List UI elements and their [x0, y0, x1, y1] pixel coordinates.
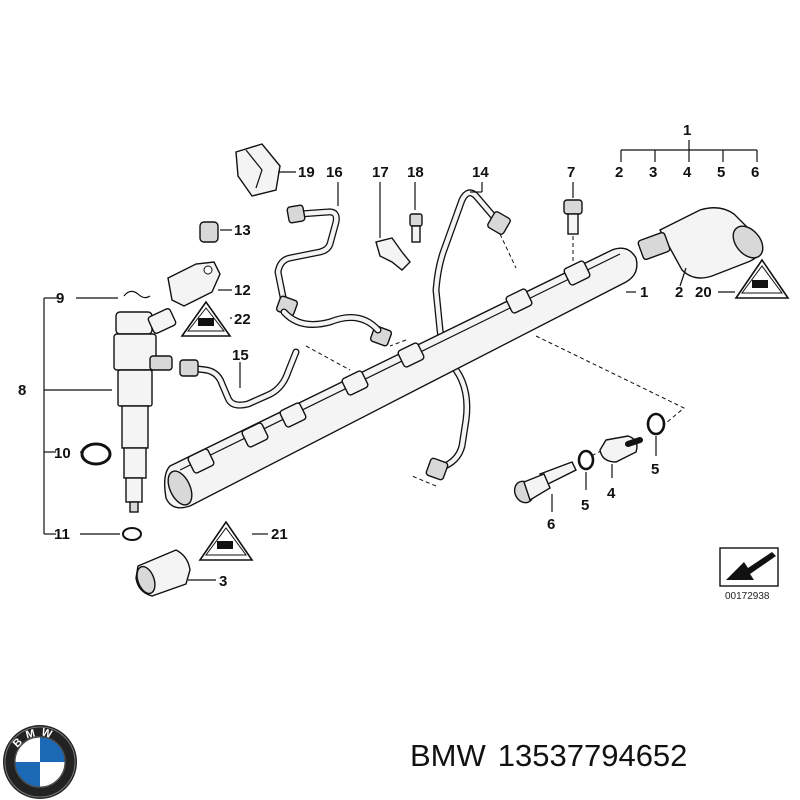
part-15-injector-line: 15 [179, 347, 300, 409]
callout-15: 15 [232, 347, 249, 364]
part-1-fuel-rail: 1 [163, 247, 648, 509]
catalog-stamp: 00172938 [719, 547, 779, 602]
callout-8: 8 [18, 382, 26, 399]
bmw-logo: BMW [3, 725, 77, 799]
callout-6-bottom: 6 [547, 516, 555, 533]
callout-4-top: 4 [683, 164, 692, 181]
callout-7: 7 [567, 164, 575, 181]
banjo-assembly: 5 4 5 6 [513, 412, 666, 533]
part-8-injector: 9 8 10 11 [18, 290, 177, 543]
part-3-sensor: 3 [135, 549, 227, 597]
callout-13: 13 [234, 222, 251, 239]
callout-19: 19 [298, 164, 315, 181]
callout-10: 10 [54, 445, 71, 462]
callout-20: 20 [695, 284, 712, 301]
callout-5-bottom: 5 [581, 497, 589, 514]
warning-triangle-20 [734, 258, 790, 299]
callout-5-top: 5 [717, 164, 725, 181]
callout-5-right: 5 [651, 461, 659, 478]
callout-group-1: 1 2 3 4 5 6 [615, 122, 759, 181]
callout-12: 12 [234, 282, 251, 299]
callout-1-top: 1 [683, 122, 691, 139]
callout-4-bottom: 4 [607, 485, 616, 502]
catalog-number: 00172938 [725, 591, 770, 602]
part-17-18-bracket: 17 18 [372, 164, 424, 271]
callout-1-rail: 1 [640, 284, 648, 301]
part-13-nut: 13 [199, 221, 251, 243]
part-7-bolt: 7 [563, 164, 583, 262]
callout-2-top: 2 [615, 164, 623, 181]
callout-3-top: 3 [649, 164, 657, 181]
brand-name: BMW [410, 738, 486, 773]
callout-22: 22 [234, 311, 251, 328]
part-number: 13537794652 [497, 738, 688, 773]
callout-2-valve: 2 [675, 284, 683, 301]
part-19-clip: 19 [235, 143, 315, 197]
brand-part-label: BMW 13537794652 [410, 738, 687, 774]
dashed-assembly-line [535, 335, 685, 463]
callout-6-top: 6 [751, 164, 759, 181]
callout-21: 21 [271, 526, 288, 543]
part-2-pressure-valve: 2 20 [637, 207, 764, 301]
warning-triangle-22: 22 [180, 300, 251, 337]
callout-14: 14 [472, 164, 489, 181]
warning-triangle-21: 21 [198, 520, 288, 561]
callout-16: 16 [326, 164, 343, 181]
part-16-pipe: 16 [274, 164, 343, 317]
callout-3-sensor: 3 [219, 573, 227, 590]
callout-11: 11 [54, 526, 70, 543]
callout-17: 17 [372, 164, 389, 181]
part-12-clamp: 12 [167, 261, 251, 307]
callout-9: 9 [56, 290, 64, 307]
callout-18: 18 [407, 164, 424, 181]
